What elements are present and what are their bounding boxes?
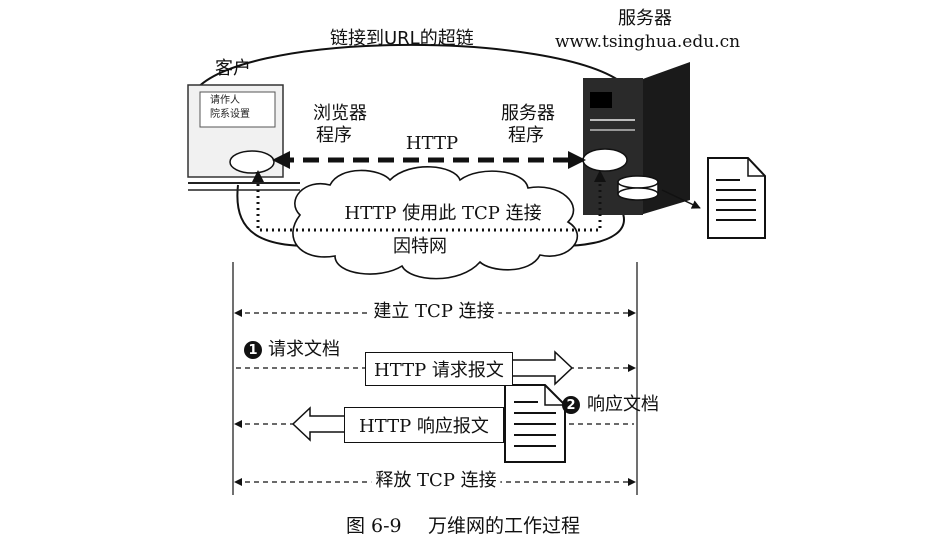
client-computer-icon	[187, 84, 300, 191]
step-1-label: 请求文档	[268, 339, 340, 360]
internet-cloud	[292, 166, 579, 280]
server-program-label-line-1: 服务器	[501, 103, 555, 124]
step-2-badge: 2	[562, 396, 580, 414]
http-label: HTTP	[405, 133, 459, 154]
release-tcp-label: 释放 TCP 连接	[371, 472, 501, 490]
request-hollow-arrow	[511, 350, 574, 386]
hyperlink-loop	[191, 43, 626, 96]
document-icon	[707, 157, 766, 239]
step-1-badge: 1	[244, 341, 262, 359]
server-program-label-line-2: 程序	[508, 125, 544, 146]
database-icon	[617, 175, 659, 201]
browser-label-line-2: 程序	[316, 125, 352, 146]
screen-text-line-1: 请作人	[210, 95, 240, 106]
internet-label: 因特网	[393, 236, 447, 257]
figure-title: 万维网的工作过程	[428, 515, 581, 537]
http-response-box: HTTP 响应报文	[344, 407, 504, 443]
screen-text-line-2: 院系设置	[210, 109, 250, 120]
response-document-icon	[504, 384, 566, 463]
http-request-box: HTTP 请求报文	[365, 352, 513, 386]
hyperlink-label: 链接到URL的超链	[330, 28, 474, 49]
server-tower-icon	[583, 62, 690, 215]
server-label: 服务器	[618, 8, 672, 29]
http-request-label: HTTP 请求报文	[374, 360, 504, 381]
browser-program-node	[229, 150, 275, 174]
http-response-label: HTTP 响应报文	[359, 416, 489, 437]
server-program-node	[582, 148, 628, 172]
tcp-usage-label: HTTP 使用此 TCP 连接	[344, 203, 542, 224]
figure-number: 图 6-9	[346, 515, 402, 537]
browser-label-line-1: 浏览器	[313, 103, 367, 124]
client-label: 客户	[215, 58, 251, 79]
response-hollow-arrow	[291, 406, 346, 442]
tcp-connection-path	[256, 178, 602, 232]
establish-tcp-label: 建立 TCP 连接	[369, 303, 499, 321]
server-domain: www.tsinghua.edu.cn	[555, 32, 741, 52]
step-2-label: 响应文档	[587, 394, 659, 415]
